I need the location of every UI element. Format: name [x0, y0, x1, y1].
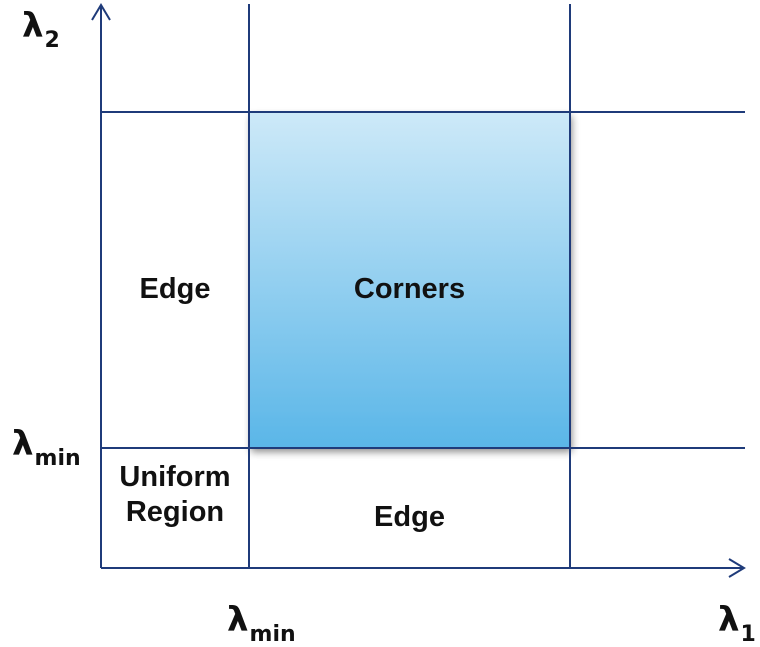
corners-label: Corners: [353, 273, 466, 305]
y-threshold-label: λmin: [12, 424, 81, 471]
y-threshold-symbol: λ: [12, 424, 34, 464]
y-axis-arrowhead: [91, 3, 111, 21]
uniform-label-line2: Region: [125, 495, 225, 528]
y-axis-label: λ2: [22, 6, 60, 53]
y-axis-subscript: 2: [44, 28, 60, 53]
x-threshold-subscript: min: [249, 622, 296, 647]
edge-left-label: Edge: [139, 273, 211, 305]
corners-region: [249, 112, 570, 448]
x-axis-arrowhead: [728, 558, 746, 578]
x-threshold-symbol: λ: [227, 600, 249, 640]
edge-bottom-label: Edge: [374, 501, 445, 533]
y-threshold-subscript: min: [34, 446, 81, 471]
x-axis-label: λ1: [718, 600, 756, 647]
x-threshold-label: λmin: [227, 600, 296, 647]
uniform-label-line1: Uniform: [119, 461, 231, 493]
y-axis-symbol: λ: [22, 6, 44, 46]
uniform-region-label: Uniform Region: [101, 460, 249, 530]
x-axis-subscript: 1: [740, 622, 756, 647]
x-axis-symbol: λ: [718, 600, 740, 640]
